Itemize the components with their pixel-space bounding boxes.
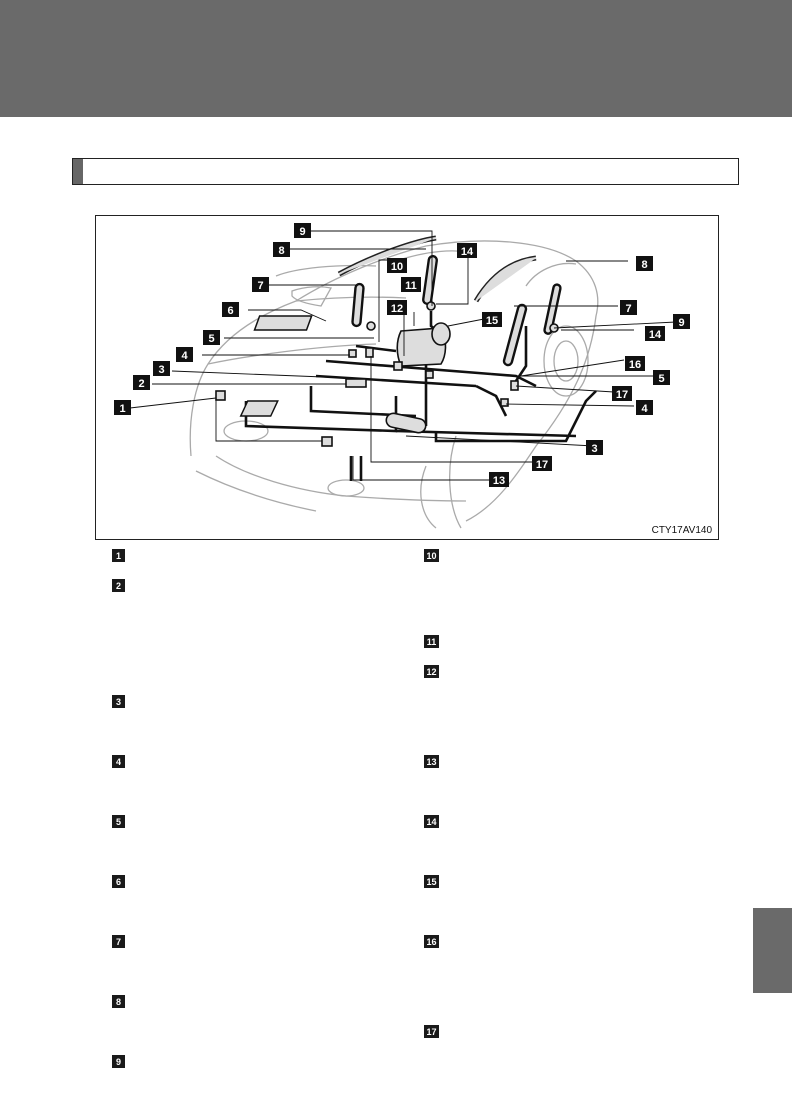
section-title-marker bbox=[73, 159, 83, 184]
legend-badge-8: 8 bbox=[112, 995, 125, 1008]
callout-7-left: 7 bbox=[252, 277, 269, 292]
callout-6: 6 bbox=[222, 302, 239, 317]
legend-badge-5: 5 bbox=[112, 815, 125, 828]
svg-text:5: 5 bbox=[658, 373, 664, 385]
callout-12: 12 bbox=[387, 300, 407, 315]
svg-text:17: 17 bbox=[616, 389, 628, 401]
callout-4-right: 4 bbox=[636, 400, 653, 415]
svg-text:17: 17 bbox=[536, 459, 548, 471]
legend-badge-14: 14 bbox=[424, 815, 439, 828]
legend-badge-2: 2 bbox=[112, 579, 125, 592]
callout-17-right: 17 bbox=[612, 386, 632, 401]
svg-text:12: 12 bbox=[391, 303, 403, 315]
callout-5-right: 5 bbox=[653, 370, 670, 385]
svg-text:8: 8 bbox=[641, 259, 647, 271]
header-band bbox=[0, 0, 792, 117]
legend-badge-1: 1 bbox=[112, 549, 125, 562]
callout-3-right: 3 bbox=[586, 440, 603, 455]
callout-8-left: 8 bbox=[273, 242, 290, 257]
callout-13: 13 bbox=[489, 472, 509, 487]
callout-5-left: 5 bbox=[203, 330, 220, 345]
svg-text:3: 3 bbox=[158, 364, 164, 376]
leader-lines bbox=[129, 230, 677, 481]
svg-text:8: 8 bbox=[278, 245, 284, 257]
svg-text:7: 7 bbox=[625, 303, 631, 315]
illustration-code: CTY17AV140 bbox=[651, 525, 712, 536]
legend-badge-11: 11 bbox=[424, 635, 439, 648]
svg-text:4: 4 bbox=[181, 350, 188, 362]
callout-16: 16 bbox=[625, 356, 645, 371]
car-body-outline bbox=[189, 240, 599, 529]
callout-9-left: 9 bbox=[294, 223, 311, 238]
svg-text:3: 3 bbox=[591, 443, 597, 455]
callout-14-top: 14 bbox=[457, 243, 477, 258]
svg-text:11: 11 bbox=[405, 280, 417, 292]
callout-8-right: 8 bbox=[636, 256, 653, 271]
svg-text:10: 10 bbox=[391, 261, 403, 273]
callout-badges: 9 8 7 6 5 4 3 2 1 10 11 12 14 15 8 7 9 1… bbox=[114, 223, 690, 487]
callout-3-left: 3 bbox=[153, 361, 170, 376]
legend-badge-17: 17 bbox=[424, 1025, 439, 1038]
callout-11: 11 bbox=[401, 277, 421, 292]
svg-text:6: 6 bbox=[227, 305, 233, 317]
callout-15: 15 bbox=[482, 312, 502, 327]
legend-badge-7: 7 bbox=[112, 935, 125, 948]
airbag-location-diagram: 9 8 7 6 5 4 3 2 1 10 11 12 14 15 8 7 9 1… bbox=[95, 215, 719, 540]
curtain-airbags bbox=[337, 235, 562, 367]
svg-text:16: 16 bbox=[629, 359, 641, 371]
callout-4-left: 4 bbox=[176, 347, 193, 362]
svg-text:9: 9 bbox=[678, 317, 684, 329]
car-illustration: 9 8 7 6 5 4 3 2 1 10 11 12 14 15 8 7 9 1… bbox=[114, 223, 690, 529]
callout-10: 10 bbox=[387, 258, 407, 273]
callout-1: 1 bbox=[114, 400, 131, 415]
legend-badge-12: 12 bbox=[424, 665, 439, 678]
legend-badge-15: 15 bbox=[424, 875, 439, 888]
svg-text:5: 5 bbox=[208, 333, 214, 345]
svg-text:14: 14 bbox=[649, 329, 662, 341]
callout-7-right: 7 bbox=[620, 300, 637, 315]
svg-text:1: 1 bbox=[119, 403, 125, 415]
callout-17-bottom: 17 bbox=[532, 456, 552, 471]
legend-badge-13: 13 bbox=[424, 755, 439, 768]
legend-badge-4: 4 bbox=[112, 755, 125, 768]
callout-2: 2 bbox=[133, 375, 150, 390]
legend-badge-10: 10 bbox=[424, 549, 439, 562]
chapter-side-tab bbox=[753, 908, 792, 993]
callout-9-right: 9 bbox=[673, 314, 690, 329]
legend-badge-3: 3 bbox=[112, 695, 125, 708]
legend-badge-6: 6 bbox=[112, 875, 125, 888]
callout-14-right: 14 bbox=[645, 326, 665, 341]
section-title-bar bbox=[72, 158, 739, 185]
legend-badge-9: 9 bbox=[112, 1055, 125, 1068]
svg-text:9: 9 bbox=[299, 226, 305, 238]
airbag-modules bbox=[215, 301, 559, 447]
svg-text:13: 13 bbox=[493, 475, 505, 487]
svg-text:7: 7 bbox=[257, 280, 263, 292]
svg-text:2: 2 bbox=[138, 378, 144, 390]
svg-text:4: 4 bbox=[641, 403, 648, 415]
legend-badge-16: 16 bbox=[424, 935, 439, 948]
svg-text:14: 14 bbox=[461, 246, 474, 258]
svg-text:15: 15 bbox=[486, 315, 498, 327]
